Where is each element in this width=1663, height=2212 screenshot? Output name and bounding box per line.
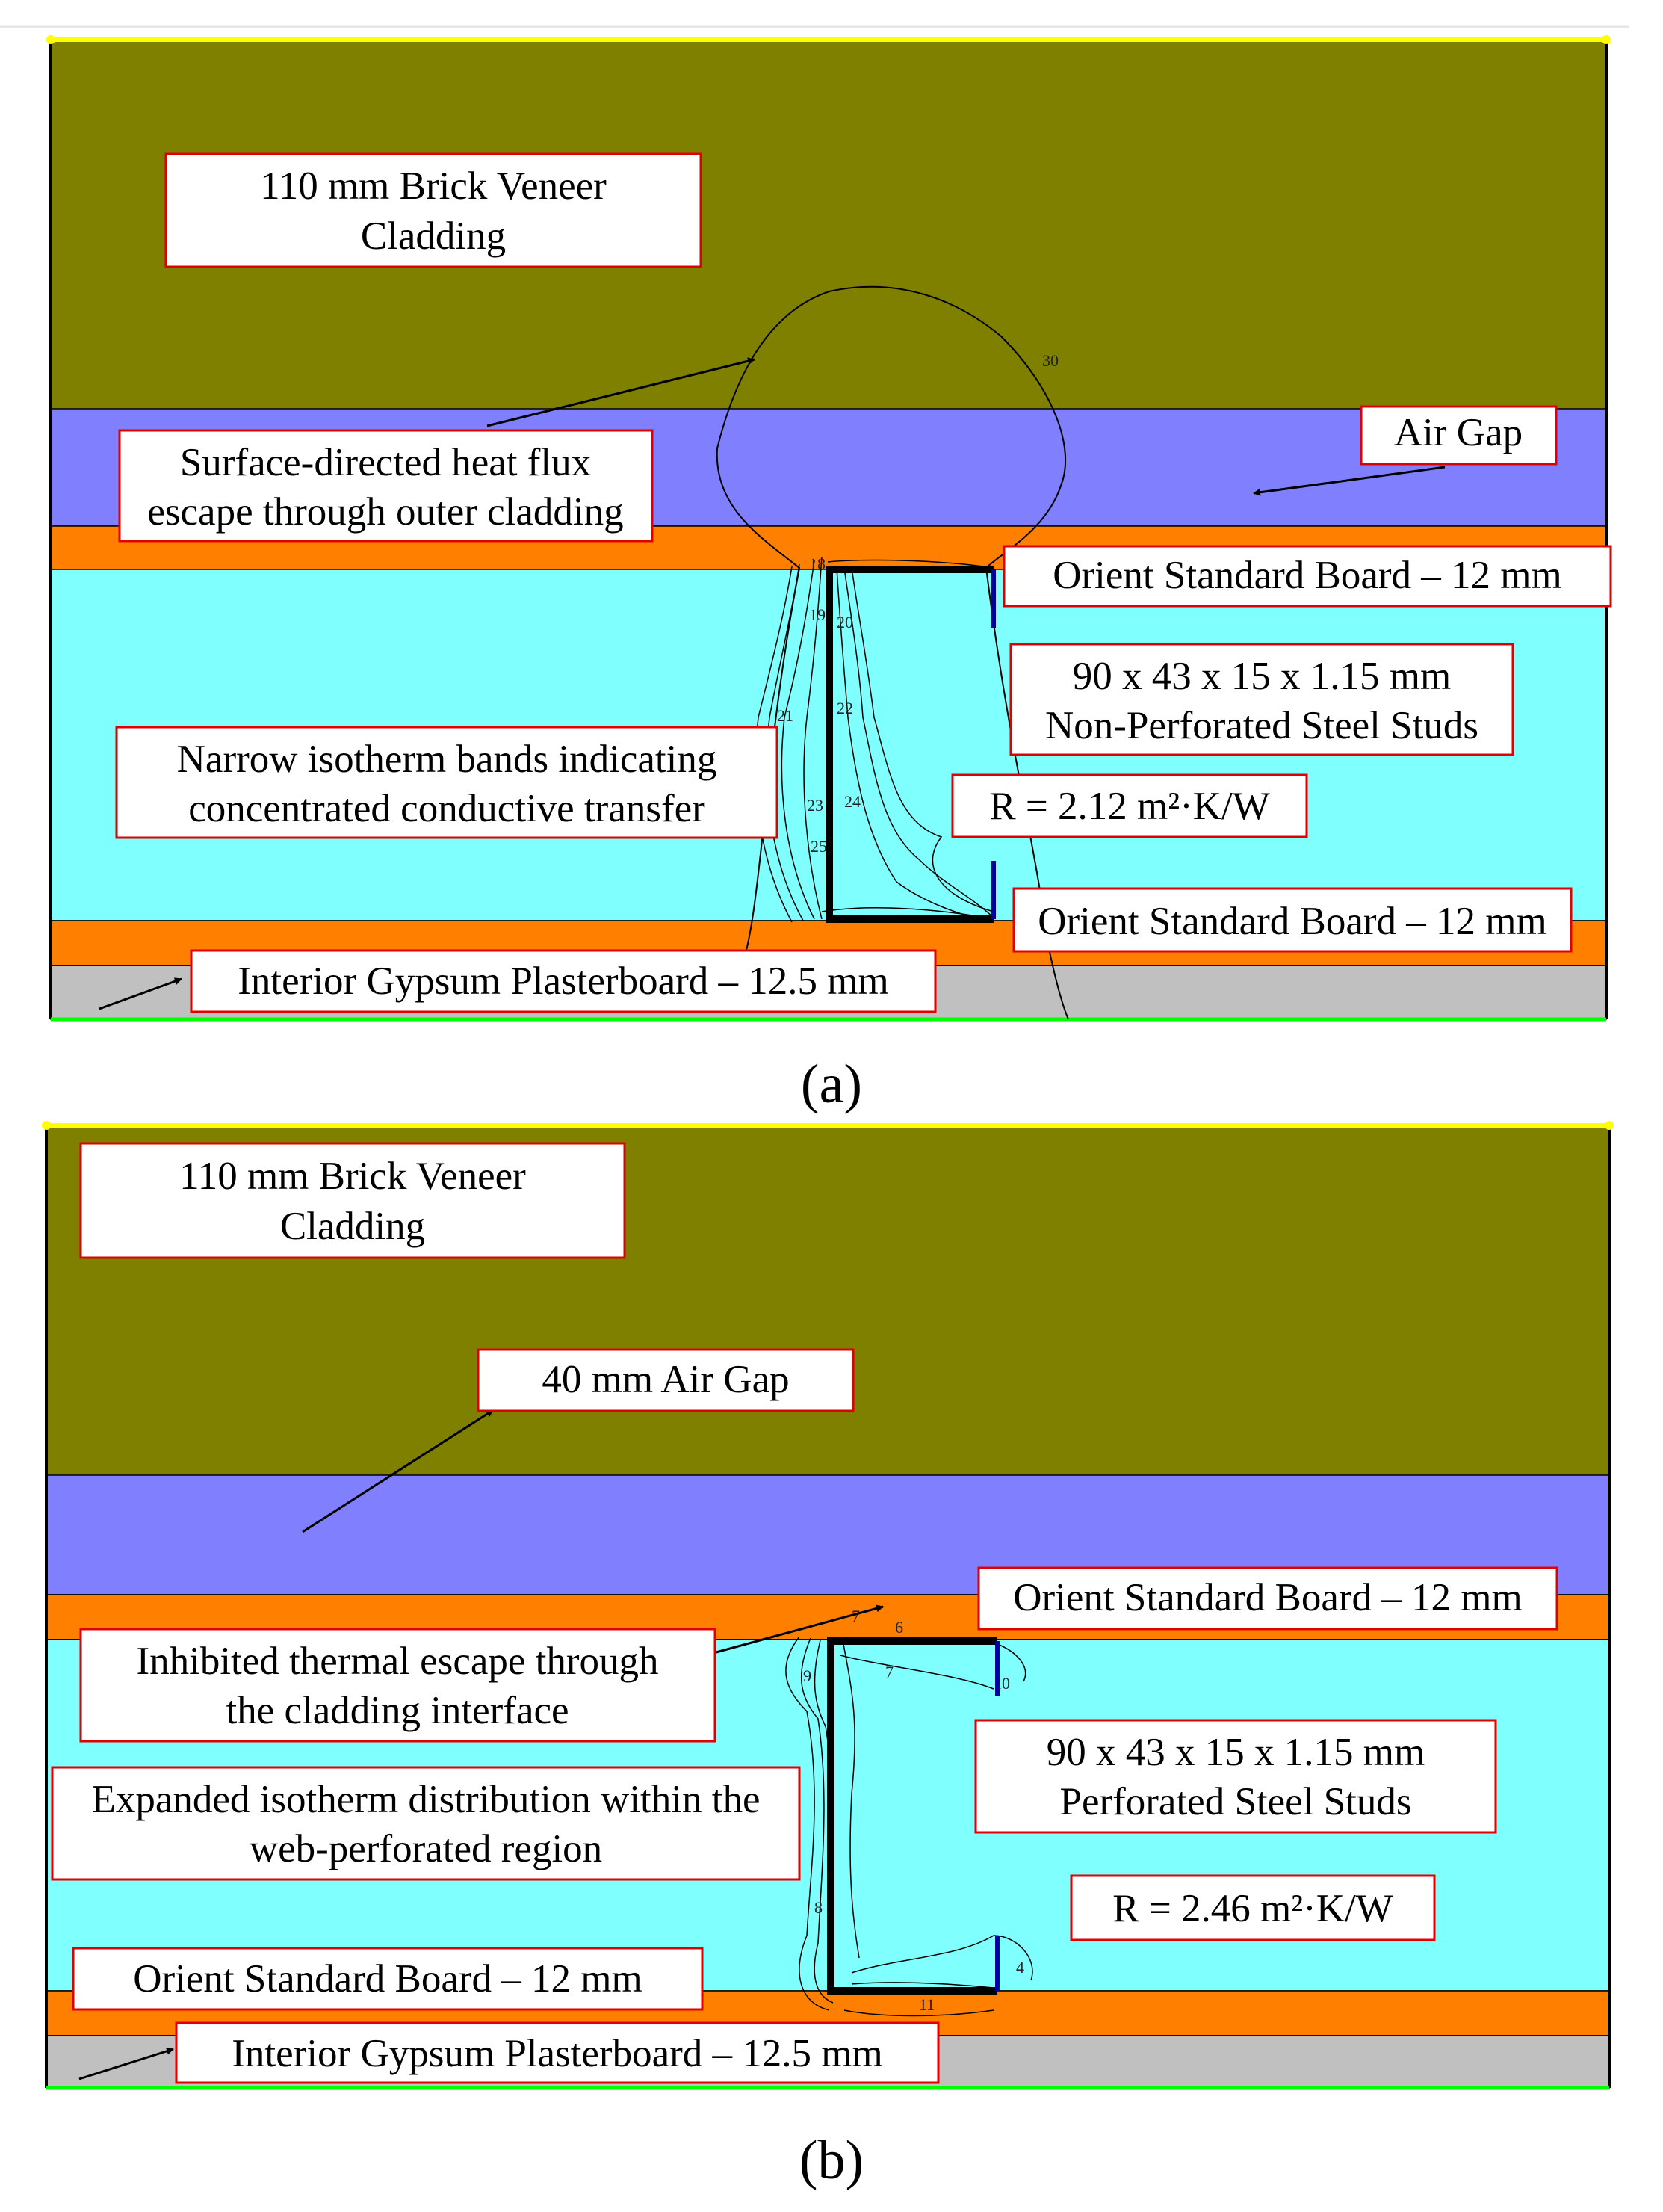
inhibited-arrow [713, 1604, 884, 1655]
label-inhibited: Inhibited thermal escape through the cla… [79, 1628, 716, 1743]
isotherm-label: 21 [777, 706, 793, 725]
boundary-node [1602, 35, 1611, 44]
isotherm-label: 18 [809, 554, 826, 573]
label-r-value: R = 2.46 m²·K/W [1070, 1874, 1436, 1941]
panel-b: 7 6 7 10 11 4 9 8 110 mm Brick Veneer Cl… [42, 1121, 1614, 2191]
label-osb-top: Orient Standard Board – 12 mm [1003, 545, 1612, 608]
boundary-node [46, 35, 55, 44]
label-brick: 110 mm Brick Veneer Cladding [79, 1142, 626, 1259]
isotherm-label: 30 [1042, 351, 1059, 370]
label-air-gap: 40 mm Air Gap [477, 1348, 855, 1412]
svg-text:110 mm Brick Veneer: 110 mm Brick Veneer [179, 1155, 526, 1198]
label-brick: 110 mm Brick Veneer Cladding [164, 152, 702, 268]
svg-text:Air Gap: Air Gap [1394, 411, 1523, 454]
label-isotherm-bands: Narrow isotherm bands indicating concent… [115, 726, 778, 839]
heat-flux-arrow [486, 357, 755, 427]
svg-text:Orient Standard Board – 12 mm: Orient Standard Board – 12 mm [133, 1957, 642, 2001]
label-osb-bottom: Orient Standard Board – 12 mm [72, 1947, 704, 2011]
svg-text:Surface-directed heat flux: Surface-directed heat flux [180, 441, 591, 484]
caption-b: (b) [799, 2130, 864, 2191]
isotherm-label: 6 [895, 1618, 903, 1637]
svg-text:concentrated conductive transf: concentrated conductive transfer [188, 787, 705, 830]
isotherm-label: 11 [919, 1995, 935, 2014]
isotherm-bands [755, 556, 994, 923]
air-gap-arrow [1253, 466, 1446, 496]
panel-a: 30 18 19 20 21 22 23 24 25 [46, 35, 1612, 1115]
steel-stud [827, 1637, 997, 1995]
svg-text:40 mm Air Gap: 40 mm Air Gap [542, 1358, 789, 1401]
svg-text:Inhibited thermal escape throu: Inhibited thermal escape through [136, 1640, 658, 1683]
label-gypsum: Interior Gypsum Plasterboard – 12.5 mm [175, 2021, 940, 2084]
label-osb-top: Orient Standard Board – 12 mm [977, 1566, 1558, 1631]
isotherm-label: 20 [837, 613, 853, 631]
label-gypsum: Interior Gypsum Plasterboard – 12.5 mm [190, 949, 937, 1013]
isotherm-label: 19 [809, 605, 826, 624]
caption-a: (a) [801, 1054, 862, 1115]
steel-stud [826, 566, 994, 923]
svg-text:110 mm Brick Veneer: 110 mm Brick Veneer [260, 164, 607, 208]
svg-text:Cladding: Cladding [361, 214, 506, 258]
label-osb-bottom: Orient Standard Board – 12 mm [1012, 887, 1573, 953]
isotherm-label: 4 [1016, 1958, 1024, 1977]
label-heat-flux: Surface-directed heat flux escape throug… [118, 429, 654, 543]
isotherm-label: 7 [852, 1607, 860, 1625]
svg-text:R = 2.12 m²·K/W: R = 2.12 m²·K/W [989, 785, 1270, 828]
svg-text:Perforated Steel Studs: Perforated Steel Studs [1059, 1780, 1411, 1823]
isotherm-label: 22 [837, 699, 853, 717]
boundary-node [1605, 1121, 1614, 1130]
gypsum-arrow [78, 2047, 174, 2080]
svg-text:Orient Standard Board – 12 mm: Orient Standard Board – 12 mm [1053, 554, 1562, 597]
isotherm-label: 25 [811, 837, 827, 856]
svg-text:R = 2.46 m²·K/W: R = 2.46 m²·K/W [1112, 1887, 1393, 1930]
svg-text:Orient Standard Board – 12 mm: Orient Standard Board – 12 mm [1038, 900, 1547, 943]
svg-text:Non-Perforated Steel Studs: Non-Perforated Steel Studs [1045, 704, 1478, 747]
isotherm-label: 24 [844, 792, 861, 811]
svg-text:the cladding interface: the cladding interface [226, 1689, 569, 1732]
svg-text:escape through outer cladding: escape through outer cladding [147, 490, 623, 534]
svg-text:Narrow isotherm bands indicati: Narrow isotherm bands indicating [177, 738, 717, 781]
isotherm-label: 7 [885, 1663, 894, 1681]
boundary-node [42, 1121, 51, 1130]
isotherm-label: 9 [803, 1666, 811, 1685]
label-stud: 90 x 43 x 15 x 1.15 mm Non-Perforated St… [1009, 643, 1514, 756]
label-stud: 90 x 43 x 15 x 1.15 mm Perforated Steel … [974, 1719, 1497, 1834]
isotherm-label: 23 [807, 796, 823, 815]
isotherm-label: 8 [814, 1898, 823, 1917]
svg-text:Cladding: Cladding [280, 1205, 425, 1248]
svg-text:90 x 43 x 15 x 1.15 mm: 90 x 43 x 15 x 1.15 mm [1073, 655, 1451, 698]
label-expanded: Expanded isotherm distribution within th… [51, 1766, 801, 1881]
svg-text:Interior Gypsum Plasterboard –: Interior Gypsum Plasterboard – 12.5 mm [238, 960, 888, 1003]
air-gap-arrow [302, 1409, 494, 1533]
label-r-value: R = 2.12 m²·K/W [951, 773, 1308, 838]
svg-text:90 x 43 x 15 x 1.15 mm: 90 x 43 x 15 x 1.15 mm [1047, 1731, 1425, 1774]
gypsum-arrow [99, 977, 182, 1010]
svg-text:Interior Gypsum Plasterboard –: Interior Gypsum Plasterboard – 12.5 mm [232, 2032, 882, 2075]
label-air-gap: Air Gap [1360, 405, 1558, 466]
svg-text:web-perforated region: web-perforated region [250, 1827, 602, 1870]
svg-text:Orient Standard Board – 12 mm: Orient Standard Board – 12 mm [1013, 1576, 1523, 1619]
svg-text:Expanded isotherm distribution: Expanded isotherm distribution within th… [92, 1778, 761, 1821]
